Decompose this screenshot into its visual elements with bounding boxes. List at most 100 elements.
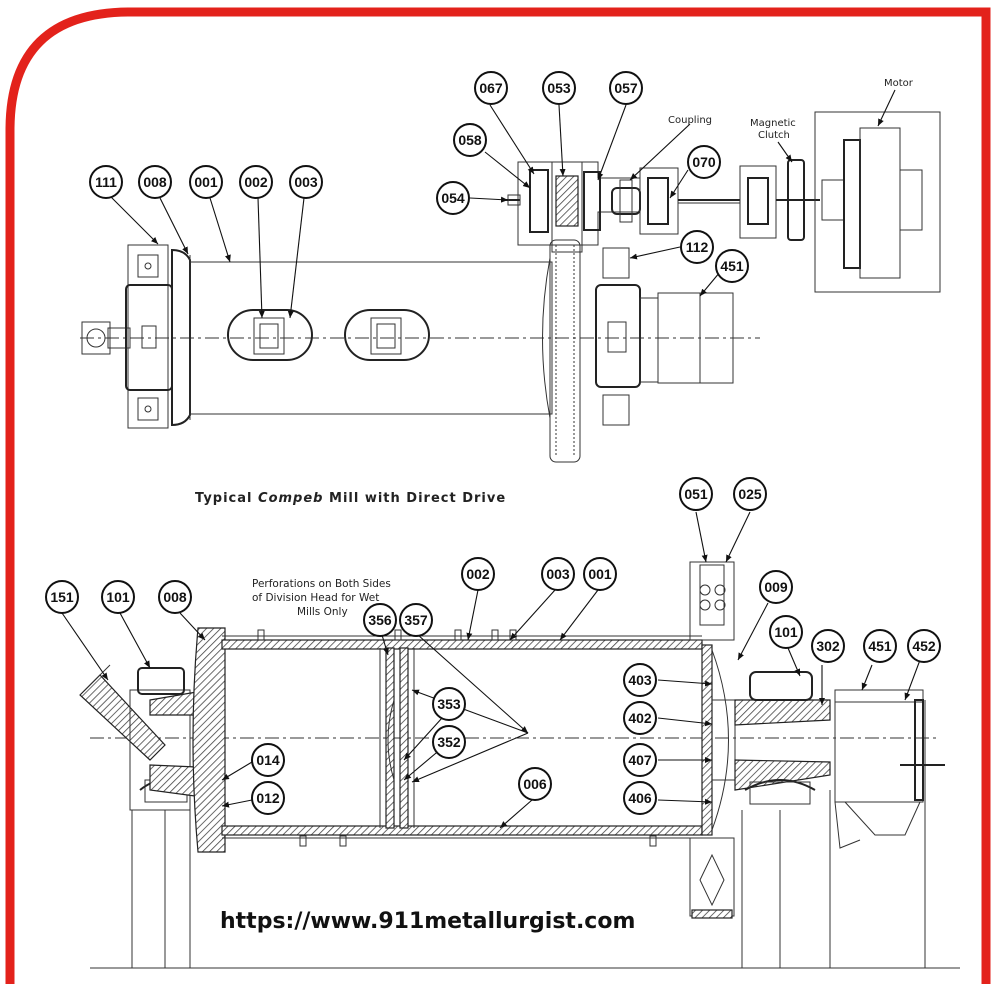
figure-caption: Typical Compeb Mill with Direct Drive <box>195 491 506 506</box>
callout-number: 111 <box>95 174 117 190</box>
callout-circle <box>461 557 495 591</box>
perforation-note-line2: of Division Head for Wet <box>252 592 379 604</box>
bottom-callout-407: 407 <box>623 743 657 777</box>
callout-number: 101 <box>106 589 130 605</box>
callout-circle <box>289 165 323 199</box>
callout-number: 151 <box>50 589 74 605</box>
source-url: https://www.911metallurgist.com <box>220 909 635 934</box>
callout-number: 407 <box>628 752 652 768</box>
callout-circle <box>687 145 721 179</box>
bottom-callout-302: 302 <box>811 629 845 663</box>
callout-circle <box>769 615 803 649</box>
callout-circle <box>251 781 285 815</box>
callout-number: 058 <box>458 132 482 148</box>
callout-circle <box>189 165 223 199</box>
callout-circle <box>453 123 487 157</box>
callout-number: 002 <box>466 566 490 582</box>
callout-number: 008 <box>163 589 187 605</box>
bottom-callout-009: 009 <box>759 570 793 604</box>
bottom-callout-008: 008 <box>158 580 192 614</box>
bottom-callout-352: 352 <box>432 725 466 759</box>
bottom-callout-001: 001 <box>583 557 617 591</box>
callout-number: 451 <box>868 638 892 654</box>
callout-number: 402 <box>628 710 652 726</box>
callout-circle <box>623 781 657 815</box>
callout-circle <box>863 629 897 663</box>
callout-circle <box>138 165 172 199</box>
bottom-section-view <box>79 561 960 969</box>
callout-circle <box>542 71 576 105</box>
bottom-callout-452: 452 <box>907 629 941 663</box>
top-callout-002: 002 <box>239 165 273 199</box>
callout-circle <box>907 629 941 663</box>
callout-circle <box>680 230 714 264</box>
callout-circle <box>623 663 657 697</box>
callout-circle <box>609 71 643 105</box>
callout-number: 014 <box>256 752 280 768</box>
callout-labels: 111 008 001 002 003 067 053 057 058 054 070 112 451 1… <box>45 71 941 815</box>
callout-circle <box>679 477 713 511</box>
top-callout-067: 067 <box>474 71 508 105</box>
callout-number: 452 <box>912 638 936 654</box>
callout-number: 012 <box>256 790 280 806</box>
bottom-callout-406: 406 <box>623 781 657 815</box>
callout-number: 003 <box>546 566 570 582</box>
callout-number: 008 <box>143 174 167 190</box>
callout-circle <box>541 557 575 591</box>
callout-number: 353 <box>437 696 461 712</box>
callout-number: 002 <box>244 174 268 190</box>
top-callout-054: 054 <box>436 181 470 215</box>
callout-circle <box>158 580 192 614</box>
callout-number: 112 <box>686 239 709 255</box>
top-callout-112: 112 <box>680 230 714 264</box>
callout-number: 067 <box>479 80 503 96</box>
bottom-callout-003: 003 <box>541 557 575 591</box>
callout-circle <box>715 249 749 283</box>
callout-number: 006 <box>523 776 547 792</box>
bottom-callout-451: 451 <box>863 629 897 663</box>
motor-label: Motor <box>884 78 914 89</box>
callout-circle <box>251 743 285 777</box>
bottom-callout-012: 012 <box>251 781 285 815</box>
callout-number: 352 <box>437 734 461 750</box>
callout-number: 302 <box>816 638 840 654</box>
callout-circle <box>583 557 617 591</box>
bottom-callout-356: 356 <box>363 603 397 637</box>
callout-circle <box>474 71 508 105</box>
top-callout-057: 057 <box>609 71 643 105</box>
bottom-callout-002: 002 <box>461 557 495 591</box>
callout-circle <box>811 629 845 663</box>
callout-circle <box>733 477 767 511</box>
page-frame <box>5 7 991 984</box>
top-leaders <box>109 89 896 319</box>
callout-number: 070 <box>692 154 716 170</box>
callout-circle <box>399 603 433 637</box>
top-callout-058: 058 <box>453 123 487 157</box>
bottom-leaders <box>61 511 921 829</box>
bottom-callout-051: 051 <box>679 477 713 511</box>
top-callout-001: 001 <box>189 165 223 199</box>
callout-circle <box>623 701 657 735</box>
perforation-note-line1: Perforations on Both Sides <box>252 578 391 590</box>
coupling-label: Coupling <box>668 115 712 126</box>
callout-circle <box>436 181 470 215</box>
callout-number: 357 <box>404 612 428 628</box>
callout-number: 451 <box>720 258 744 274</box>
callout-circle <box>432 725 466 759</box>
callout-number: 001 <box>588 566 612 582</box>
callout-number: 356 <box>368 612 392 628</box>
callout-circle <box>432 687 466 721</box>
clutch-label-line2: Clutch <box>758 130 790 141</box>
callout-number: 101 <box>774 624 798 640</box>
top-callout-053: 053 <box>542 71 576 105</box>
top-plan-view <box>80 111 941 463</box>
bottom-callout-402: 402 <box>623 701 657 735</box>
callout-number: 001 <box>194 174 218 190</box>
callout-number: 054 <box>441 190 465 206</box>
callout-circle <box>518 767 552 801</box>
bottom-callout-101: 101 <box>769 615 803 649</box>
callout-number: 403 <box>628 672 652 688</box>
callout-circle <box>623 743 657 777</box>
clutch-label-line1: Magnetic <box>750 118 796 129</box>
